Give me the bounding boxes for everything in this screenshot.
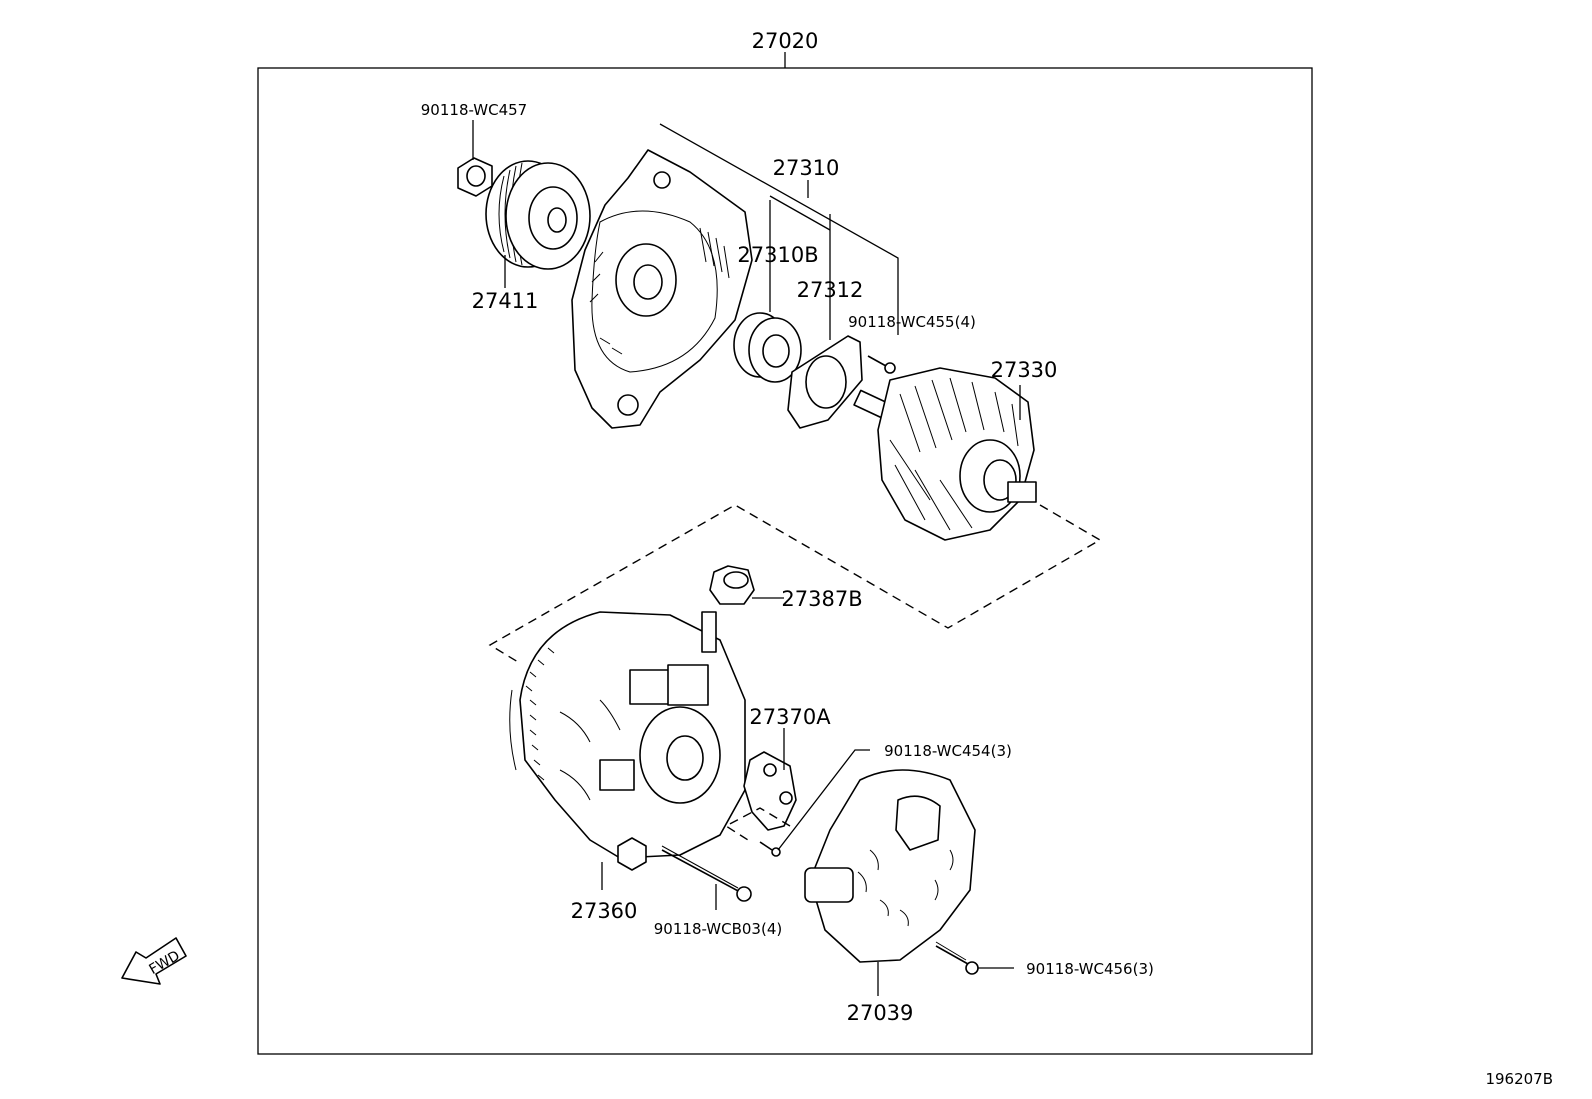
label-27411[interactable]: 27411 <box>472 289 539 313</box>
terminal-insulator-drawing <box>709 565 755 605</box>
long-bolt-drawing <box>661 845 752 902</box>
label-90118-wc454[interactable]: 90118-WC454(3) <box>884 742 1012 760</box>
drive-end-frame-drawing <box>571 149 753 429</box>
screw-drawing <box>867 355 896 374</box>
alignment-dashed-box <box>488 504 1102 663</box>
small-screw-drawing <box>759 841 781 857</box>
label-90118-wc455[interactable]: 90118-WC455(4) <box>848 313 976 331</box>
label-27360[interactable]: 27360 <box>571 899 638 923</box>
pulley-drawing <box>485 160 591 270</box>
assembly-label[interactable]: 27020 <box>752 29 819 53</box>
rotor-drawing <box>853 367 1037 541</box>
bearing-drawing <box>733 312 802 383</box>
label-27310b[interactable]: 27310B <box>737 243 818 267</box>
cover-bolt-drawing <box>935 941 979 975</box>
retainer-plate-drawing <box>787 335 863 429</box>
brush-holder-drawing <box>743 751 797 831</box>
label-90118-wcb03[interactable]: 90118-WCB03(4) <box>654 920 782 938</box>
label-27039[interactable]: 27039 <box>847 1001 914 1025</box>
label-90118-wc457[interactable]: 90118-WC457 <box>421 101 527 119</box>
label-27310[interactable]: 27310 <box>773 156 840 180</box>
rear-cover-drawing <box>804 769 976 963</box>
assembly-frame <box>257 67 1313 1055</box>
nut-drawing <box>457 157 493 197</box>
figure-id: 196207B <box>1485 1070 1553 1088</box>
label-90118-wc456[interactable]: 90118-WC456(3) <box>1026 960 1154 978</box>
label-27330[interactable]: 27330 <box>991 358 1058 382</box>
fwd-arrow-icon: FWD <box>121 937 187 985</box>
label-27387b[interactable]: 27387B <box>781 587 862 611</box>
rectifier-end-frame-drawing <box>509 611 746 871</box>
label-27312[interactable]: 27312 <box>797 278 864 302</box>
label-27370a[interactable]: 27370A <box>749 705 831 729</box>
